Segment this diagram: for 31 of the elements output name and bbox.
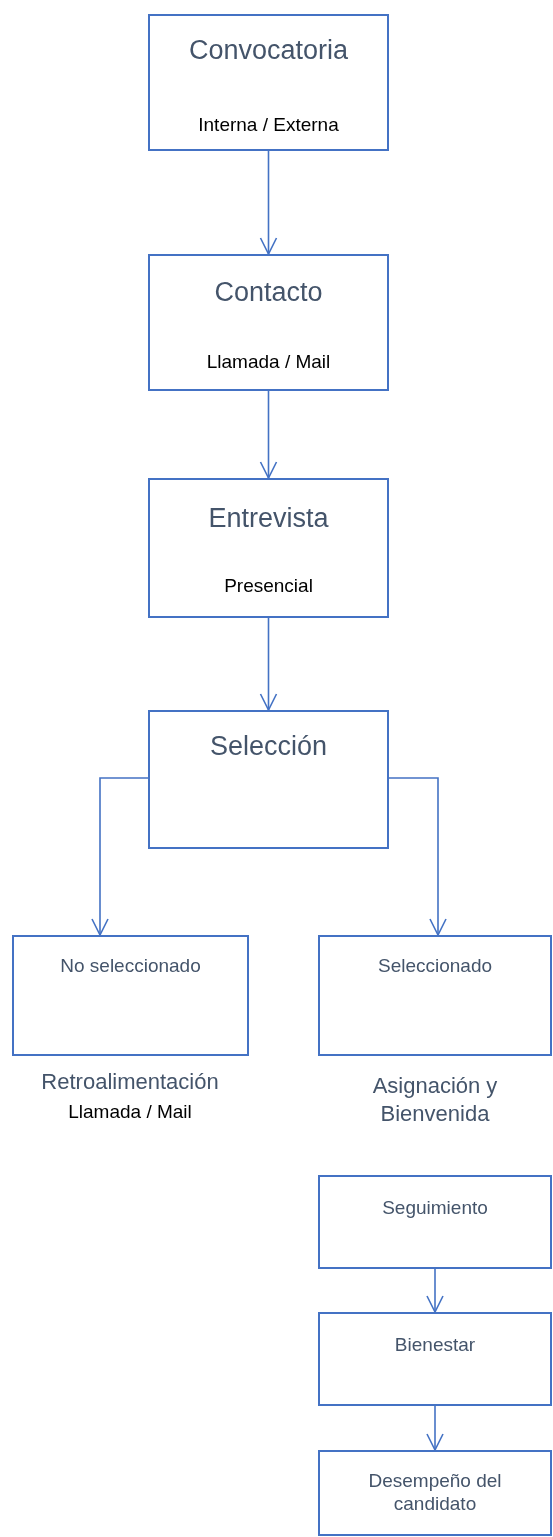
box-title: No seleccionado <box>59 955 202 978</box>
arrow <box>259 390 278 479</box>
box-subtitle: Presencial <box>223 575 314 598</box>
arrow <box>259 617 278 711</box>
box-title: Seguimiento <box>381 1197 489 1220</box>
box-title: Desempeño del candidato <box>367 1470 503 1516</box>
box-subtitle: Llamada / Mail <box>205 351 332 374</box>
process-box <box>148 14 389 151</box>
arrow <box>259 150 278 255</box>
outcome-box <box>12 935 249 1056</box>
box-title: Entrevista <box>207 502 330 535</box>
box-subtitle: Interna / Externa <box>197 114 340 137</box>
arrow <box>388 777 447 936</box>
step-caption: Retroalimentación <box>40 1068 220 1096</box>
process-box <box>148 478 389 618</box>
box-title: Seleccionado <box>376 955 494 978</box>
box-title: Selección <box>208 730 329 763</box>
process-box <box>318 1312 552 1406</box>
process-box <box>148 710 389 849</box>
step-note: Llamada / Mail <box>67 1100 193 1124</box>
arrow <box>426 1268 444 1313</box>
box-title: Convocatoria <box>187 34 350 67</box>
process-box <box>148 254 389 391</box>
outcome-box <box>318 935 552 1056</box>
process-box <box>318 1450 552 1536</box>
arrow <box>426 1405 444 1451</box>
box-title: Bienestar <box>393 1334 477 1357</box>
process-box <box>318 1175 552 1269</box>
arrow <box>91 777 149 936</box>
step-caption: Asignación y Bienvenida <box>371 1072 499 1127</box>
box-title: Contacto <box>213 276 324 309</box>
